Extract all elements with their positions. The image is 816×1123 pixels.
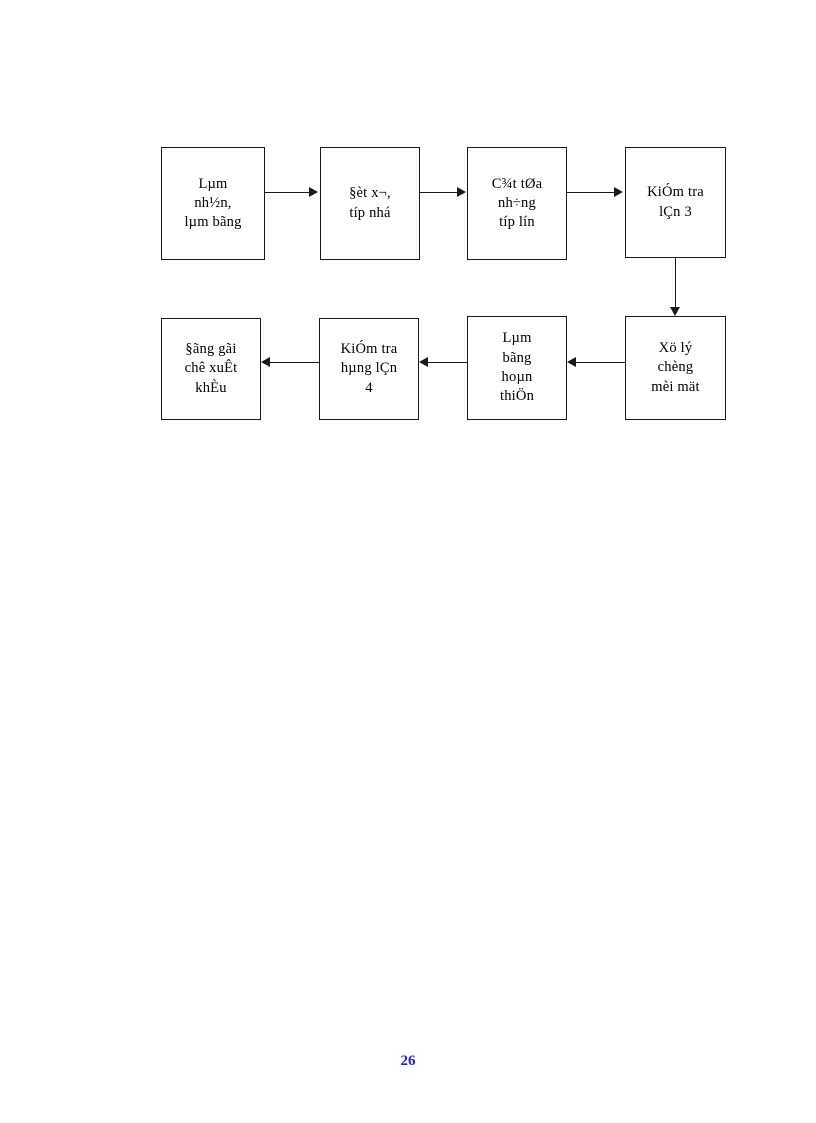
flowchart-node-cat-tia-nhung-tip-lon[interactable]: C¾t tØa nh÷ng típ lín (467, 147, 567, 260)
connector-line-node6-node7 (428, 362, 467, 363)
connector-line-node5-node6 (576, 362, 625, 363)
arrowhead-left-icon (419, 357, 428, 367)
arrowhead-down-icon (670, 307, 680, 316)
connector-line-node4-node5 (675, 258, 676, 309)
flowchart-node-label: §ãng gãi chê xuÊt khÈu (184, 341, 238, 396)
arrowhead-left-icon (261, 357, 270, 367)
arrowhead-right-icon (614, 187, 623, 197)
flowchart-node-label: Lµm bãng hoµn thiÖn (499, 330, 535, 405)
page-number: 26 (400, 1053, 416, 1069)
connector-line-node2-node3 (420, 192, 459, 193)
flowchart-node-label: C¾t tØa nh÷ng típ lín (491, 175, 543, 231)
arrowhead-right-icon (457, 187, 466, 197)
connector-line-node3-node4 (567, 192, 616, 193)
flowchart-diagram: Lµm nh½n, lµm bãng §èt x¬, típ nhá C¾t t… (0, 0, 816, 500)
flowchart-node-label: Lµm nh½n, lµm bãng (184, 175, 242, 231)
flowchart-node-lam-bong-hoan-thien[interactable]: Lµm bãng hoµn thiÖn (467, 316, 567, 420)
flowchart-node-label: KiÓm tra lÇn 3 (647, 184, 704, 220)
flowchart-node-label: KiÓm tra hµng lÇn 4 (340, 341, 398, 396)
flowchart-node-dong-goi-cho-xuat-khau[interactable]: §ãng gãi chê xuÊt khÈu (161, 318, 261, 420)
flowchart-node-label: §èt x¬, típ nhá (349, 185, 391, 221)
arrowhead-right-icon (309, 187, 318, 197)
flowchart-node-dot-xo-tip-nho[interactable]: §èt x¬, típ nhá (320, 147, 420, 260)
arrowhead-left-icon (567, 357, 576, 367)
connector-line-node1-node2 (265, 192, 311, 193)
flowchart-node-lam-nhan-lam-bong[interactable]: Lµm nh½n, lµm bãng (161, 147, 265, 260)
flowchart-node-kiem-tra-hang-lan-4[interactable]: KiÓm tra hµng lÇn 4 (319, 318, 419, 420)
flowchart-node-kiem-tra-lan-3[interactable]: KiÓm tra lÇn 3 (625, 147, 726, 258)
connector-line-node7-node8 (270, 362, 319, 363)
flowchart-node-label: Xö lý chèng mèi mät (651, 340, 700, 395)
flowchart-node-xu-ly-chong-moi-mot[interactable]: Xö lý chèng mèi mät (625, 316, 726, 420)
